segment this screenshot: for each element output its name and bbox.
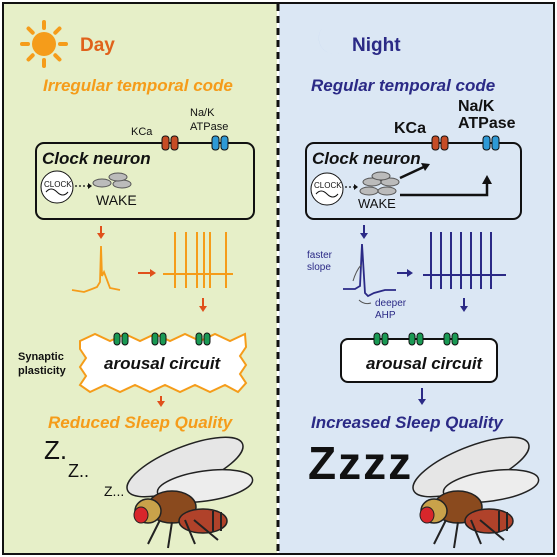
day-title: Day (80, 35, 115, 56)
faster-slope-label: faster slope (307, 250, 333, 273)
night-kca-label: KCa (394, 120, 427, 137)
day-nak-label: Na/K ATPase (190, 107, 229, 133)
night-neuron-label: Clock neuron (312, 149, 421, 168)
clock-neuron-membrane-night (305, 142, 522, 220)
kca-channel-day (161, 135, 179, 151)
day-wake-label: WAKE (96, 192, 137, 208)
day-clock-label: CLOCK (44, 180, 72, 189)
day-sleep-label: Reduced Sleep Quality (48, 413, 233, 432)
spike-train-day (163, 232, 233, 288)
clock-icon-night (310, 172, 344, 206)
day-z-2: Z.. (68, 461, 89, 481)
night-nak-label: Na/K ATPase (458, 98, 516, 132)
wake-vesicles-day (92, 172, 132, 189)
day-arousal-label: arousal circuit (104, 354, 221, 373)
night-clock-label: CLOCK (314, 181, 342, 190)
night-title: Night (352, 35, 401, 56)
day-z-3: Z... (104, 483, 125, 499)
sun-icon (20, 20, 68, 68)
kca-channel-night (431, 135, 449, 151)
clock-icon-day (40, 170, 74, 204)
day-kca-label: KCa (131, 126, 153, 138)
spike-train-night (423, 232, 506, 289)
night-wake-label: WAKE (358, 196, 396, 211)
day-neuron-label: Clock neuron (42, 149, 151, 168)
action-potential-trace-night (343, 243, 396, 298)
fruit-fly-illustration-day (126, 436, 254, 549)
night-zzzz: Zzzz (308, 437, 414, 489)
nak-channel-night (482, 135, 500, 151)
clock-neuron-membrane-day (35, 142, 255, 220)
night-arousal-label: arousal circuit (366, 354, 483, 373)
action-potential-trace-day (71, 245, 121, 293)
night-code-label: Regular temporal code (311, 76, 496, 95)
nak-channel-day (211, 135, 229, 151)
synapse-receptors-night (373, 332, 459, 346)
synapse-receptors-day (113, 332, 211, 346)
wake-vesicles-night (359, 171, 400, 196)
fruit-fly-illustration-night (412, 436, 540, 549)
deeper-ahp-label: deeper AHP (375, 298, 407, 321)
day-code-label: Irregular temporal code (43, 76, 233, 95)
day-z-1: Z. (44, 435, 68, 465)
synaptic-plasticity-label: Synaptic plasticity (18, 351, 66, 378)
night-sleep-label: Increased Sleep Quality (311, 413, 503, 432)
